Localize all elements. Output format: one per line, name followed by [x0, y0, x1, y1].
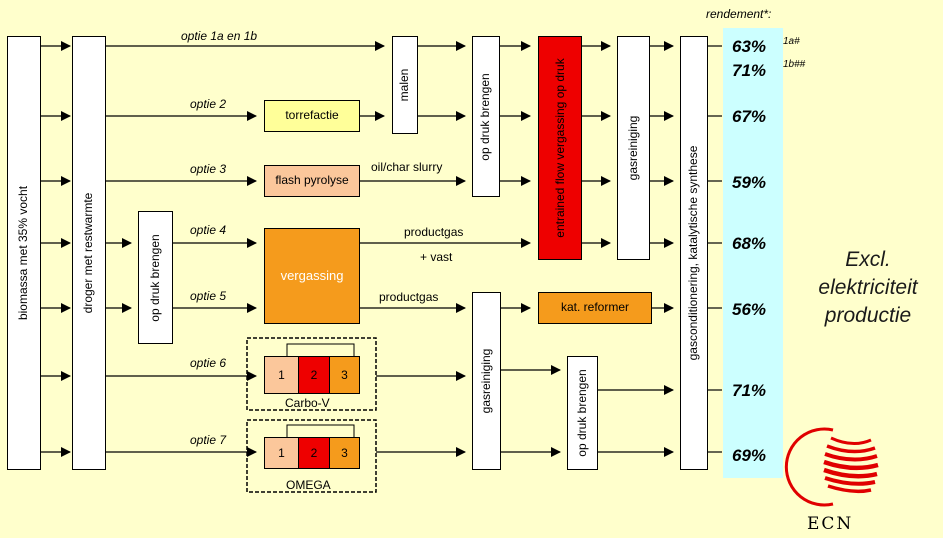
rendement-1b-note: 1b## — [783, 59, 806, 70]
vergassing-box: vergassing — [264, 228, 360, 324]
ecn-logo-mark — [784, 427, 879, 507]
note-line-1: Excl. — [845, 248, 891, 271]
omega-stage-2: 2 — [298, 437, 330, 469]
carbo-v-stage-1: 1 — [264, 356, 299, 394]
optie-7-label: optie 7 — [190, 433, 227, 447]
torrefactie-box: torrefactie — [264, 100, 360, 132]
carbo-v-label: Carbo-V — [285, 396, 330, 410]
rendement-6: 71% — [732, 381, 767, 400]
rendement-1b: 71% — [732, 61, 767, 80]
entrained-flow-box: entrained flow vergassing op druk — [538, 36, 582, 260]
optie-1-label: optie 1a en 1b — [181, 29, 258, 43]
note-line-2: elektriciteit — [818, 276, 918, 299]
kat-reformer-box: kat. reformer — [538, 292, 652, 324]
rendement-label: rendement*: — [706, 7, 772, 21]
excl-elektriciteit-note: Excl. elektriciteit productie — [798, 246, 938, 330]
rendement-1a: 63% — [732, 37, 767, 56]
rendement-2: 67% — [732, 107, 767, 126]
op-druk-brengen-right-box: op druk brengen — [567, 356, 598, 470]
biomassa-box: biomassa met 35% vocht — [7, 36, 41, 470]
optie-6-label: optie 6 — [190, 356, 227, 370]
omega-stage-1: 1 — [264, 437, 299, 469]
op-druk-brengen-mid-box: op druk brengen — [472, 36, 500, 197]
ecn-logo: ECN — [783, 408, 903, 538]
rendement-band — [723, 28, 783, 478]
optie-3-label: optie 3 — [190, 162, 227, 176]
omega-stage-3: 3 — [329, 437, 360, 469]
optie-2-label: optie 2 — [190, 97, 227, 111]
rendement-3: 59% — [732, 173, 767, 192]
gasreiniging-top-box: gasreiniging — [617, 36, 650, 260]
productgas-label-1: productgas — [404, 225, 464, 239]
rendement-1a-note: 1a# — [783, 36, 800, 47]
ecn-logo-text: ECN — [807, 514, 854, 534]
carbo-v-stage-2: 2 — [298, 356, 330, 394]
flash-pyrolyse-box: flash pyrolyse — [264, 165, 360, 197]
droger-box: droger met restwarmte — [72, 36, 106, 470]
rendement-4: 68% — [732, 234, 767, 253]
omega-frame — [246, 419, 377, 493]
oil-char-slurry-label: oil/char slurry — [371, 160, 443, 174]
carbo-v-frame — [246, 337, 377, 411]
rendement-7: 69% — [732, 446, 767, 465]
malen-box: malen — [392, 36, 418, 134]
productgas-label-2: productgas — [379, 290, 439, 304]
gasreiniging-bottom-box: gasreiniging — [472, 292, 501, 470]
plus-vast-label: + vast — [420, 250, 453, 264]
carbo-v-stage-3: 3 — [329, 356, 360, 394]
op-druk-brengen-left-box: op druk brengen — [138, 211, 173, 344]
rendement-5: 56% — [732, 300, 767, 319]
optie-5-label: optie 5 — [190, 289, 227, 303]
gasconditionering-box: gasconditionering, katalytische synthese — [680, 36, 708, 470]
note-line-3: productie — [824, 304, 912, 327]
optie-4-label: optie 4 — [190, 223, 227, 237]
omega-label: OMEGA — [286, 478, 331, 492]
